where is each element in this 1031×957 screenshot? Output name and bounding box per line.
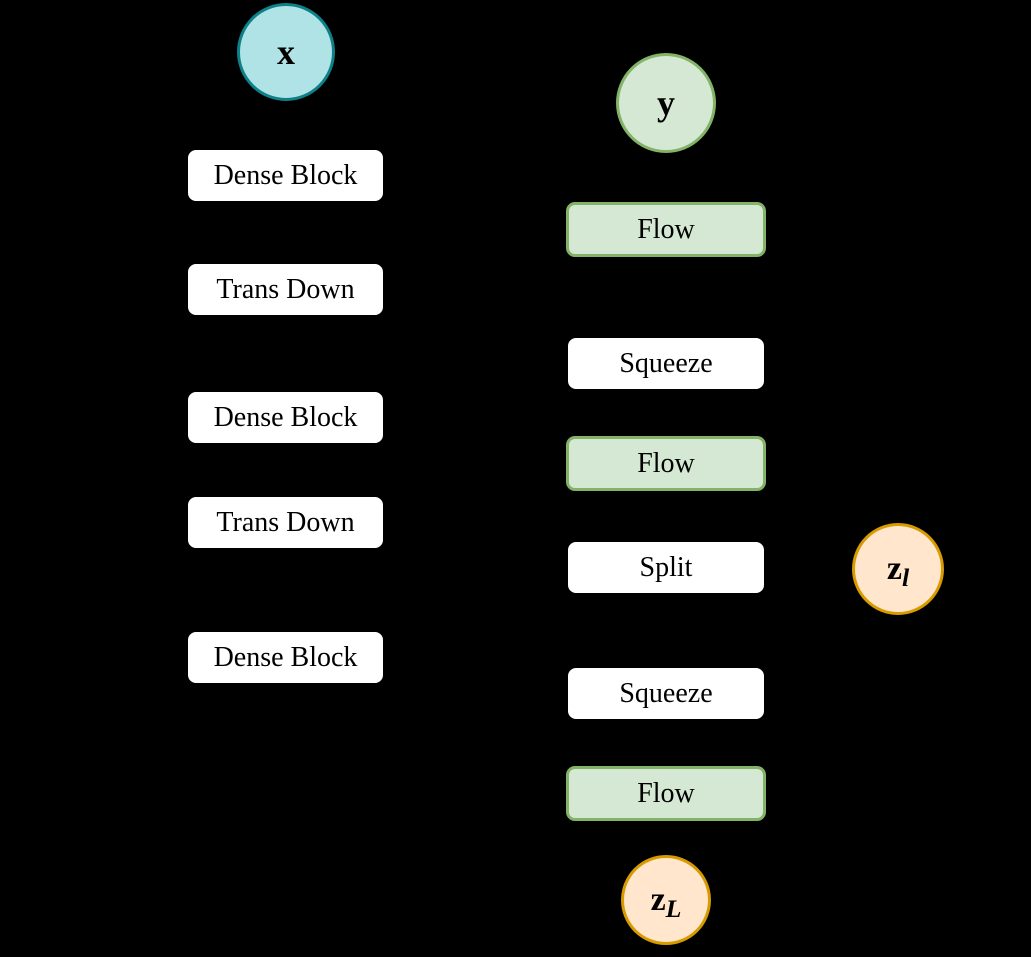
dense-block-2-label: Dense Block: [213, 401, 358, 433]
dense-block-1-label: Dense Block: [213, 159, 358, 191]
input-node-y-label: y: [657, 83, 675, 123]
squeeze-block-1-label: Squeeze: [619, 347, 713, 379]
input-node-y: y: [616, 53, 716, 153]
flow-block-1: Flow: [566, 202, 766, 257]
dense-block-2: Dense Block: [186, 390, 385, 445]
latent-node-zL-label: zL: [650, 881, 682, 924]
flow-block-2-label: Flow: [637, 447, 695, 479]
trans-down-2: Trans Down: [186, 495, 385, 550]
squeeze-block-2-label: Squeeze: [619, 677, 713, 709]
dense-block-3-label: Dense Block: [213, 641, 358, 673]
flow-block-3: Flow: [566, 766, 766, 821]
split-block: Split: [566, 540, 766, 595]
split-block-label: Split: [639, 551, 693, 583]
input-node-x: x: [237, 3, 335, 101]
dense-block-1: Dense Block: [186, 148, 385, 203]
trans-down-1-label: Trans Down: [216, 273, 355, 305]
trans-down-1: Trans Down: [186, 262, 385, 317]
squeeze-block-2: Squeeze: [566, 666, 766, 721]
flow-block-2: Flow: [566, 436, 766, 491]
latent-node-zl: zl: [852, 523, 944, 615]
latent-node-zl-label: zl: [886, 550, 910, 593]
squeeze-block-1: Squeeze: [566, 336, 766, 391]
flow-block-3-label: Flow: [637, 777, 695, 809]
flow-block-1-label: Flow: [637, 213, 695, 245]
trans-down-2-label: Trans Down: [216, 506, 355, 538]
input-node-x-label: x: [277, 32, 295, 72]
latent-node-zL: zL: [621, 855, 711, 945]
dense-block-3: Dense Block: [186, 630, 385, 685]
